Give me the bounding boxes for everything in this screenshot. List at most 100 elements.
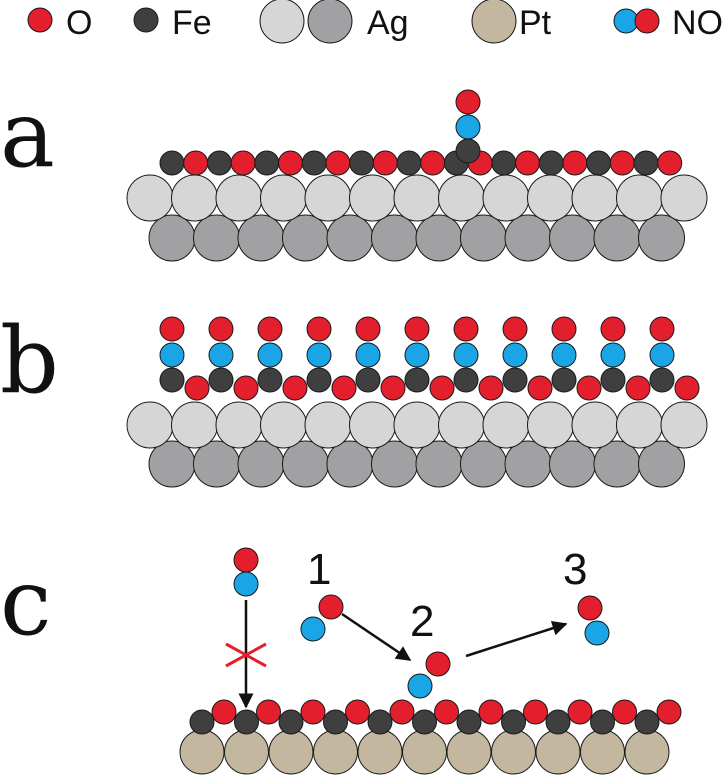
oxygen-oxide-atom [609,150,635,176]
adsorbed-no-nitrogen-atom [502,342,528,368]
iron-oxide-atom [159,150,185,176]
adsorbed-no-oxygen-atom [355,316,381,342]
legend-no-oxygen-atom [634,8,660,34]
oxygen-oxide-atom [325,150,351,176]
platinum-substrate-atom [268,729,314,775]
oxygen-oxide-atom [230,150,256,176]
adsorbed-no-nitrogen-atom [455,114,481,140]
platinum-substrate-atom [624,729,670,775]
platinum-substrate-atom [313,729,358,775]
platinum-substrate-atom [580,729,625,775]
iron-oxide-atom [404,367,430,393]
silver_top-substrate-atom [349,174,396,222]
step-label-1: 1 [307,545,331,594]
oxygen-oxide-atom [345,699,370,725]
legend-label-iron: Fe [172,4,212,42]
legend-label-silver: Ag [367,4,409,42]
silver_top-substrate-atom [349,401,396,449]
step-3-no-nitrogen-atom [584,620,610,646]
iron-oxide-atom [355,367,381,393]
adsorbed-no-nitrogen-atom [600,342,626,368]
silver_bottom-substrate-atom [237,214,285,262]
iron-oxide-atom [301,150,327,176]
silver_top-substrate-atom [304,174,352,222]
blocked-cross-icon [225,642,267,668]
iron-oxide-atom [159,367,185,393]
iron-oxide-atom [323,709,348,735]
oxygen-oxide-atom [625,375,651,401]
silver_top-substrate-atom [616,401,663,449]
silver_bottom-substrate-atom [282,214,329,262]
silver_bottom-substrate-atom [549,214,596,262]
oxygen-oxide-atom [233,375,259,401]
silver_bottom-substrate-atom [371,214,418,262]
silver_bottom-substrate-atom [415,214,463,262]
oxygen-oxide-atom [282,375,308,401]
adsorbed-no-oxygen-atom [404,316,430,342]
legend-symbols [27,0,660,44]
adsorbed-no-oxygen-atom [649,316,675,342]
silver_top-substrate-atom [215,174,263,222]
oxygen-oxide-atom [523,699,548,725]
platinum-substrate-atom [491,729,536,775]
iron-oxide-atom [453,367,479,393]
adsorbed-no-oxygen-atom [257,316,283,342]
adsorbed-no-nitrogen-atom [404,342,430,368]
oxygen-oxide-atom [278,150,303,176]
arrow-step-2-to-3 [465,620,568,658]
silver_top-substrate-atom [260,401,307,449]
silver_top-substrate-atom [260,174,307,222]
iron-oxide-atom [206,150,232,176]
iron-oxide-atom [501,709,526,735]
iron-oxide-atom [600,367,626,393]
arrow-step-1-to-2 [341,612,412,662]
iron-oxide-atom [586,150,612,176]
platinum-substrate-atom [224,729,269,775]
adsorbed-no-oxygen-atom [159,316,185,342]
silver_top-substrate-atom [660,401,708,449]
platinum-substrate-atom [179,729,225,775]
step-label-2: 2 [410,597,434,646]
oxygen-oxide-atom [478,375,504,401]
silver_bottom-substrate-atom [193,440,240,488]
adsorbed-no-nitrogen-atom [208,342,234,368]
silver_top-substrate-atom [571,174,619,222]
iron-oxide-atom [455,138,481,164]
iron-oxide-atom [396,150,422,176]
platinum-substrate-atom [535,729,581,775]
iron-oxide-atom [254,150,280,176]
silver_bottom-substrate-atom [415,440,463,488]
oxygen-oxide-atom [331,375,357,401]
silver_top-substrate-atom [482,401,530,449]
oxygen-oxide-atom [389,699,415,725]
adsorbed-no-nitrogen-atom [551,342,577,368]
oxygen-oxide-atom [562,150,588,176]
iron-oxide-atom [189,709,215,735]
silver_bottom-substrate-atom [193,214,240,262]
oxygen-oxide-atom [567,699,593,725]
silver_top-substrate-atom [438,174,485,222]
silver_top-substrate-atom [171,401,218,449]
iron-oxide-atom [208,367,234,393]
legend-platinum-atom [471,0,517,44]
panel-label-b: b [0,307,59,414]
silver_bottom-substrate-atom [593,214,641,262]
step-label-3: 3 [563,545,587,594]
silver_bottom-substrate-atom [326,440,374,488]
adsorbed-no-nitrogen-atom [453,342,479,368]
incoming-no-nitrogen-atom [233,571,259,597]
adsorbed-no-oxygen-atom [306,316,332,342]
adsorbed-no-oxygen-atom [502,316,528,342]
silver_top-substrate-atom [571,401,619,449]
silver_top-substrate-atom [438,401,485,449]
legend-label-oxygen: O [66,4,92,42]
iron-oxide-atom [456,709,482,735]
legend-iron-atom [133,7,159,33]
oxygen-oxide-atom [612,699,637,725]
step-1-no-oxygen-atom [318,594,344,620]
silver_bottom-substrate-atom [549,440,596,488]
silver_bottom-substrate-atom [326,214,374,262]
adsorbed-no-oxygen-atom [455,89,481,115]
oxygen-oxide-atom [656,699,682,725]
legend-silver-atom [307,0,353,44]
